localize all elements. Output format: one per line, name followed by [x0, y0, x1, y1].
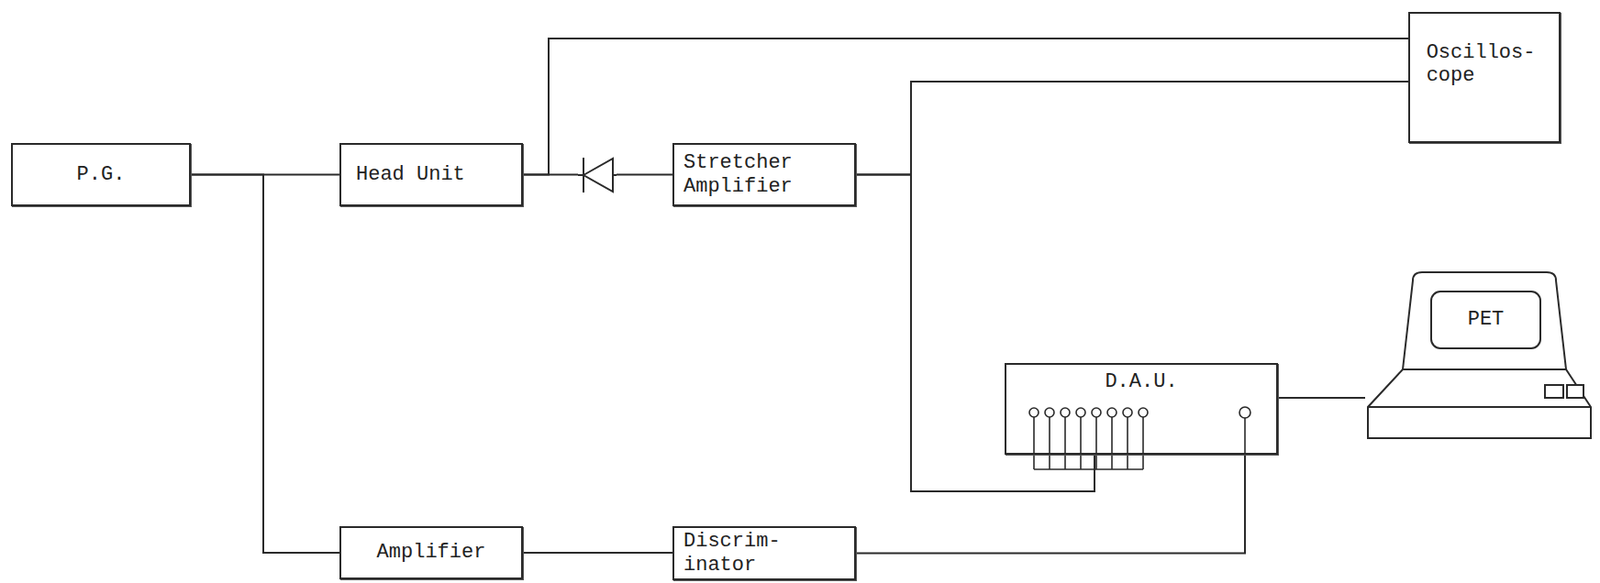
plug-socket [1076, 408, 1086, 418]
plug-stub [1244, 417, 1246, 456]
signal-wire [855, 81, 1409, 176]
keyboard-edge [1367, 406, 1591, 409]
signal-wire [855, 455, 1245, 555]
process-box: D.A.U. [1004, 363, 1278, 456]
input-plugs [1029, 407, 1251, 470]
monitor-housing [1402, 272, 1567, 370]
process-box: P.G. [11, 143, 191, 207]
plug-socket [1122, 408, 1133, 418]
process-box: Head Unit [339, 143, 523, 207]
process-box: Discrim- inator [672, 526, 856, 581]
node-label: D.A.U. [1104, 370, 1178, 394]
plug-stub [1126, 417, 1129, 470]
process-box: Oscillos- cope [1408, 11, 1561, 144]
plug-stub [1095, 417, 1098, 470]
plug-stub [1064, 417, 1067, 470]
plug-socket [1029, 408, 1039, 418]
plug-socket [1239, 407, 1251, 419]
signal-wire [522, 552, 673, 555]
plug-socket [1060, 408, 1070, 418]
plug-socket [1107, 408, 1117, 418]
plug-bus [1033, 468, 1144, 471]
signal-wire [522, 38, 1409, 176]
plug-stub [1111, 417, 1113, 470]
computer-node: PET [1365, 271, 1595, 441]
computer-outline [1365, 271, 1595, 441]
keyboard-base [1367, 369, 1591, 439]
plug-socket [1044, 408, 1055, 418]
process-box: Stretcher Amplifier [672, 143, 856, 207]
diode-triangle [583, 158, 613, 192]
process-box: Amplifier [339, 526, 523, 580]
diode-symbol [577, 155, 617, 195]
signal-wire [190, 175, 340, 555]
monitor-screen [1431, 291, 1541, 349]
node-label: Oscillos- cope [1426, 41, 1544, 89]
plug-stub [1142, 417, 1145, 470]
keyboard-key [1566, 385, 1584, 399]
node-label: P.G. [77, 163, 126, 187]
node-label: Discrim- inator [683, 530, 800, 578]
keyboard-key [1544, 385, 1564, 399]
node-label: Head Unit [355, 163, 466, 187]
node-label: Stretcher Amplifier [683, 151, 800, 199]
plug-socket [1138, 408, 1148, 418]
plug-stub [1033, 417, 1035, 470]
node-label: Amplifier [377, 541, 487, 565]
plug-socket [1091, 408, 1101, 418]
signal-wire [1277, 397, 1366, 400]
plug-stub [1079, 417, 1082, 470]
signal-wire [855, 175, 1095, 493]
plug-stub [1048, 417, 1051, 470]
diode-ground [577, 155, 617, 195]
node-label: PET [1431, 291, 1541, 349]
